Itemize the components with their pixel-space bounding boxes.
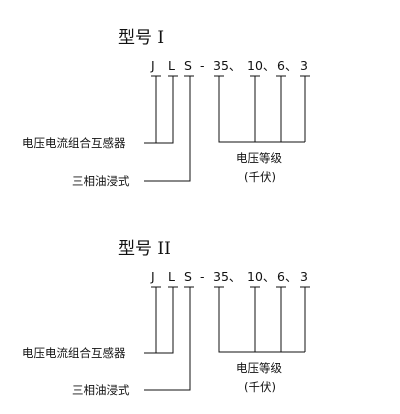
diagram-2-char-3: 3 <box>300 269 308 284</box>
diagram-1-char-35: 35、 <box>213 58 241 73</box>
diagram-2-char-s: S <box>184 269 192 284</box>
diagram-1-label-combined: 电压电流组合互感器 <box>22 136 126 150</box>
diagram-1-char-l: L <box>168 58 175 73</box>
diagram-1-bracket-bottom <box>218 76 305 143</box>
diagram-1: 型号 I J L S - 35、 10、 6、 3 电压电流组 <box>22 28 310 188</box>
diagram-1-label-voltage: 电压等级 <box>236 151 282 165</box>
diagram-2-line-l <box>144 287 174 354</box>
diagram-2: 型号 II J L S - 35、 10、 6、 3 电压电流 <box>22 239 310 397</box>
diagram-1-title: 型号 I <box>118 28 164 48</box>
diagram-2-label-kv: (千伏) <box>244 380 276 394</box>
diagram-2-line-s <box>144 287 191 391</box>
diagram-1-label-oil: 三相油浸式 <box>72 174 130 188</box>
diagram-2-label-voltage: 电压等级 <box>236 361 282 375</box>
diagram-2-char-10: 10、 <box>247 269 275 284</box>
diagram-2-char-j: J <box>150 269 155 284</box>
diagram-1-char-6: 6、 <box>277 58 297 73</box>
diagram-1-line-l <box>144 76 174 144</box>
diagram-2-char-l: L <box>168 269 175 284</box>
diagram-2-label-combined: 电压电流组合互感器 <box>22 346 126 360</box>
diagram-2-bracket-bottom <box>218 287 305 353</box>
diagram-1-char-s: S <box>184 58 192 73</box>
diagram-2-char-35: 35、 <box>213 269 241 284</box>
diagram-1-char-dash: - <box>200 58 205 73</box>
diagram-1-label-kv: (千伏) <box>244 170 276 184</box>
diagram-2-label-oil: 三相油浸式 <box>72 383 130 397</box>
diagram-1-char-3: 3 <box>300 58 308 73</box>
diagram-1-char-10: 10、 <box>247 58 275 73</box>
diagram-2-char-6: 6、 <box>277 269 297 284</box>
diagram-2-char-dash: - <box>200 269 205 284</box>
diagram-1-char-j: J <box>150 58 155 73</box>
diagram-2-title: 型号 II <box>118 239 171 259</box>
diagram-1-line-s <box>144 76 191 182</box>
